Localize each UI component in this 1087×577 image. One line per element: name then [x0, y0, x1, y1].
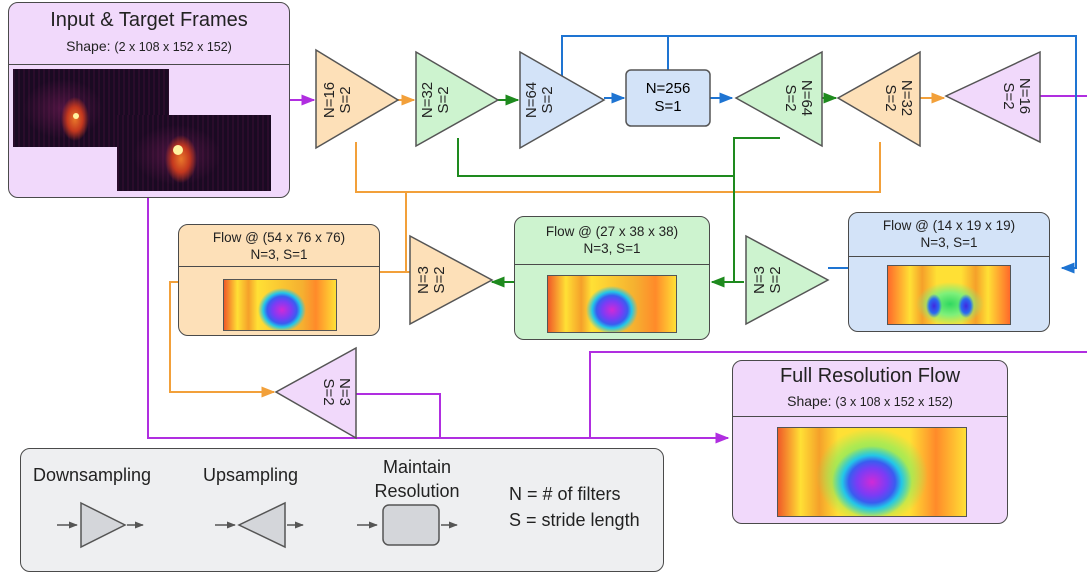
input-frames-card: Input & Target Frames Shape: (2 x 108 x …: [8, 2, 290, 198]
legend-maintain-line2: Resolution: [374, 481, 460, 501]
legend-downsampling-label: Downsampling: [33, 465, 152, 485]
legend-maintain-box: [382, 504, 440, 546]
encoder-block-16: [315, 48, 400, 150]
legend-shapes: [57, 501, 458, 549]
legend-maintain-line1: Maintain: [382, 457, 452, 477]
output-card-title: Full Resolution Flow: [779, 365, 961, 387]
uplow-s-label: S=2: [767, 266, 784, 293]
flow-card-14-params: N=3, S=1: [920, 235, 978, 250]
bottleneck-block: [625, 69, 711, 127]
flow-card-27-title: Flow @ (27 x 38 x 38): [545, 224, 679, 239]
input-shape-value: (2 x 108 x 152 x 152): [114, 40, 232, 54]
flow-card-54-params: N=3, S=1: [250, 247, 308, 262]
enc1-s-label: S=2: [337, 86, 354, 113]
enc1-n-label: N=16: [321, 82, 338, 118]
legend-n-definition: N = # of filters: [509, 484, 621, 504]
decoder-block-64: [734, 50, 823, 148]
bottleneck-s-label: S=1: [654, 98, 681, 115]
dec1-s-label: S=2: [1000, 82, 1017, 109]
upsample-block-mid: [409, 234, 494, 326]
input-frame-highlight: [73, 113, 79, 119]
enc2-n-label: N=32: [419, 82, 436, 118]
flow-card-54: Flow @ (54 x 76 x 76) N=3, S=1: [178, 224, 380, 336]
dec2-s-label: S=2: [882, 84, 899, 111]
dec3-n-label: N=64: [798, 80, 815, 116]
dec3-s-label: S=2: [782, 84, 799, 111]
legend-s-definition: S = stride length: [509, 510, 640, 530]
decoder-block-32: [836, 50, 921, 148]
legend-upsampling-label: Upsampling: [203, 465, 299, 485]
bottleneck-n-label: N=256: [646, 80, 691, 97]
legend-box: Downsampling Upsampling Maintain Resolut…: [20, 448, 664, 572]
encoder-block-64: [519, 50, 606, 150]
decoder-block-16: [944, 50, 1041, 144]
enc3-n-label: N=64: [523, 82, 540, 118]
upmid-s-label: S=2: [431, 266, 448, 293]
flow-heatmap-54: [223, 279, 337, 331]
upsample-block-low: [745, 234, 830, 326]
enc3-s-label: S=2: [539, 86, 556, 113]
full-resolution-flow-card: Full Resolution Flow Shape: (3 x 108 x 1…: [732, 360, 1008, 524]
input-shape-label: Shape:: [66, 38, 111, 54]
full-resolution-heatmap: [777, 427, 967, 517]
output-shape-label: Shape:: [787, 393, 832, 409]
target-frame-image: [117, 115, 271, 191]
legend-upsample-triangle: [237, 501, 286, 549]
purple-connections: [147, 94, 1087, 444]
flow-card-27: Flow @ (27 x 38 x 38) N=3, S=1: [514, 216, 710, 340]
flow-heatmap-27: [547, 275, 677, 333]
target-frame-highlight: [173, 145, 183, 155]
orange-connections: [169, 92, 946, 398]
enc2-s-label: S=2: [435, 86, 452, 113]
encoder-block-32: [415, 50, 500, 148]
flow-card-27-params: N=3, S=1: [583, 241, 641, 256]
input-card-title: Input & Target Frames: [50, 9, 248, 31]
upsample-block-final: [274, 346, 357, 440]
upfinal-n-label: N=3: [336, 378, 353, 406]
flow-card-54-title: Flow @ (54 x 76 x 76): [212, 230, 346, 245]
dec2-n-label: N=32: [898, 80, 915, 116]
flow-card-14-title: Flow @ (14 x 19 x 19): [882, 218, 1016, 233]
flow-heatmap-14: [887, 265, 1011, 325]
uplow-n-label: N=3: [751, 266, 768, 294]
legend-downsample-triangle: [80, 501, 127, 549]
blue-connections: [561, 35, 1077, 274]
dec1-n-label: N=16: [1016, 78, 1033, 114]
upfinal-s-label: S=2: [320, 378, 337, 405]
output-shape-value: (3 x 108 x 152 x 152): [835, 395, 953, 409]
upmid-n-label: N=3: [415, 266, 432, 294]
flow-card-14: Flow @ (14 x 19 x 19) N=3, S=1: [848, 212, 1050, 332]
